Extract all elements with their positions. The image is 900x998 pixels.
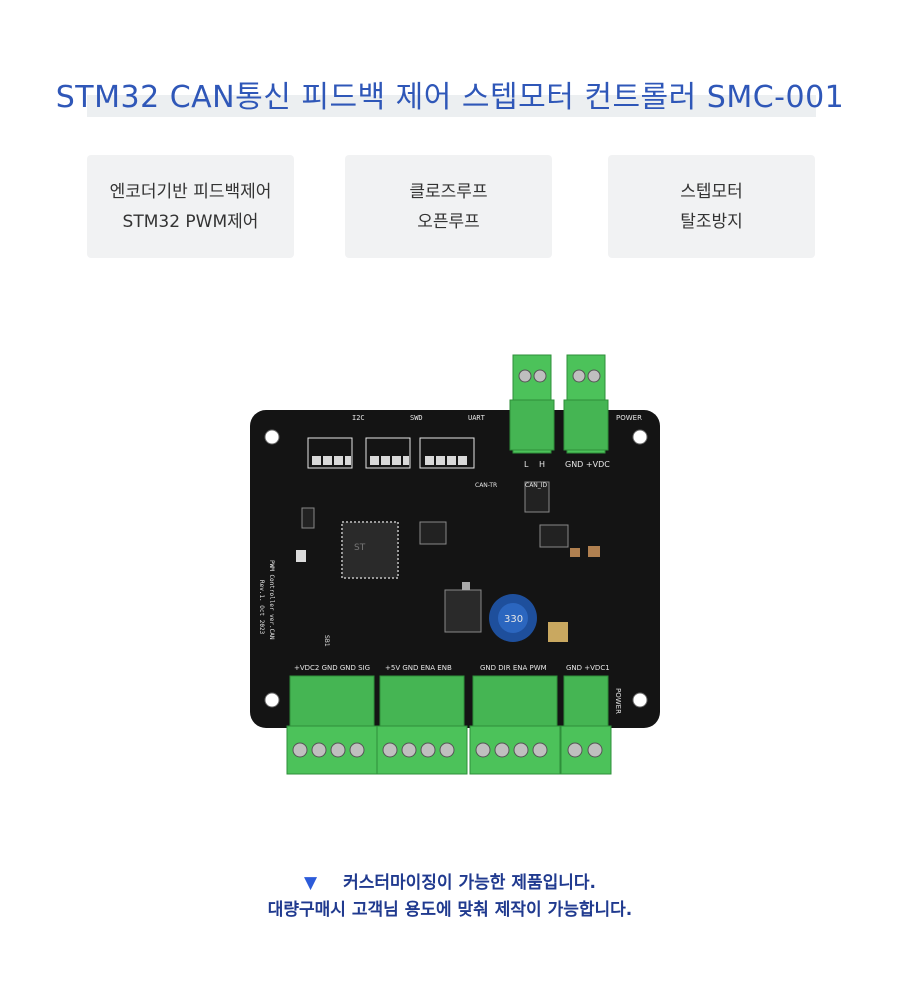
mcu-chip — [341, 521, 399, 579]
silk-j3: GND DIR ENA PWM — [480, 664, 547, 672]
triangle-down-icon: ▼ — [304, 873, 318, 893]
terminal-block-4pin — [286, 675, 378, 775]
footer-line1: ▼ 커스터마이징이 가능한 제품입니다. — [0, 870, 900, 897]
feature-card-line1: 엔코더기반 피드백제어 — [109, 181, 272, 202]
silk-board-name: PWM Controller ver.CAN — [268, 560, 275, 640]
silk-power-bottom: POWER — [614, 688, 622, 714]
mount-hole — [632, 429, 648, 445]
inductor-label: 330 — [504, 614, 523, 625]
silk-can-l: L — [524, 460, 529, 469]
footer-line2: 대량구매시 고객님 용도에 맞춰 제작이 가능합니다. — [267, 900, 633, 920]
terminal-block-2pin — [560, 675, 612, 775]
silk-power-top: POWER — [616, 414, 642, 422]
title-underline-bar — [87, 95, 816, 117]
product-image-pcb: I2C SWD UART L H GND +VDC POWER ST 330 C… — [250, 354, 660, 775]
silk-can-id: CAN_ID — [525, 482, 548, 489]
feature-card-line2: STM32 PWM제어 — [122, 211, 259, 232]
silk-can-h: H — [539, 460, 545, 469]
footer-notice: ▼ 커스터마이징이 가능한 제품입니다. 대량구매시 고객님 용도에 맞춰 제작이… — [0, 870, 900, 924]
silk-j2: +5V GND ENA ENB — [385, 664, 452, 672]
mount-hole — [264, 692, 280, 708]
terminal-block-4pin — [469, 675, 561, 775]
terminal-power-top — [563, 354, 609, 454]
silk-j4: GND +VDC1 — [566, 664, 610, 672]
silk-gnd-vdc: GND +VDC — [565, 460, 610, 469]
silk-swd: SWD — [410, 414, 423, 422]
footer-line1-text: 커스터마이징이 가능한 제품입니다. — [343, 873, 596, 893]
page-title: STM32 CAN통신 피드백 제어 스텝모터 컨트롤러 SMC-001 — [55, 80, 845, 115]
svg-text:ST: ST — [354, 543, 366, 553]
pcb-board — [250, 410, 660, 728]
feature-card-line1: 클로즈루프 — [409, 181, 488, 202]
feature-card-stepper: 스텝모터 탈조방지 — [608, 155, 815, 258]
terminal-block-4pin — [376, 675, 468, 775]
feature-card-line2: 오픈루프 — [417, 211, 480, 232]
silk-can-tr: CAN-TR — [475, 482, 497, 489]
silk-sb1: SB1 — [323, 635, 330, 647]
silk-uart: UART — [468, 414, 486, 422]
terminal-can-top — [509, 354, 555, 454]
feature-card-feedback: 엔코더기반 피드백제어 STM32 PWM제어 — [87, 155, 294, 258]
silk-board-rev: Rev.1. Oct 2023 — [258, 580, 265, 635]
mount-hole — [632, 692, 648, 708]
silk-i2c: I2C — [352, 414, 365, 422]
silk-j1: +VDC2 GND GND SIG — [294, 664, 370, 672]
mount-hole — [264, 429, 280, 445]
feature-card-loop: 클로즈루프 오픈루프 — [345, 155, 552, 258]
feature-card-line2: 탈조방지 — [680, 211, 743, 232]
feature-card-line1: 스텝모터 — [680, 181, 743, 202]
